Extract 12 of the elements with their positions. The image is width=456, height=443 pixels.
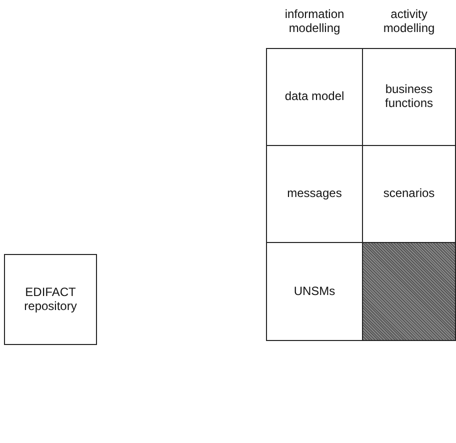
grid-box: [362, 48, 456, 146]
box-label: data model: [284, 90, 344, 104]
box-label: UNSMs: [294, 284, 336, 298]
column-heading: information modelling: [284, 8, 346, 36]
grid-box: [266, 48, 363, 146]
box-label: scenarios: [383, 187, 435, 201]
box-label: EDIFACT repository: [23, 286, 78, 314]
shaded-box: [362, 242, 456, 341]
box-label: messages: [287, 187, 342, 201]
grid-box: [4, 254, 97, 345]
column-heading: activity modelling: [382, 8, 436, 36]
box-label: business functions: [384, 83, 434, 111]
